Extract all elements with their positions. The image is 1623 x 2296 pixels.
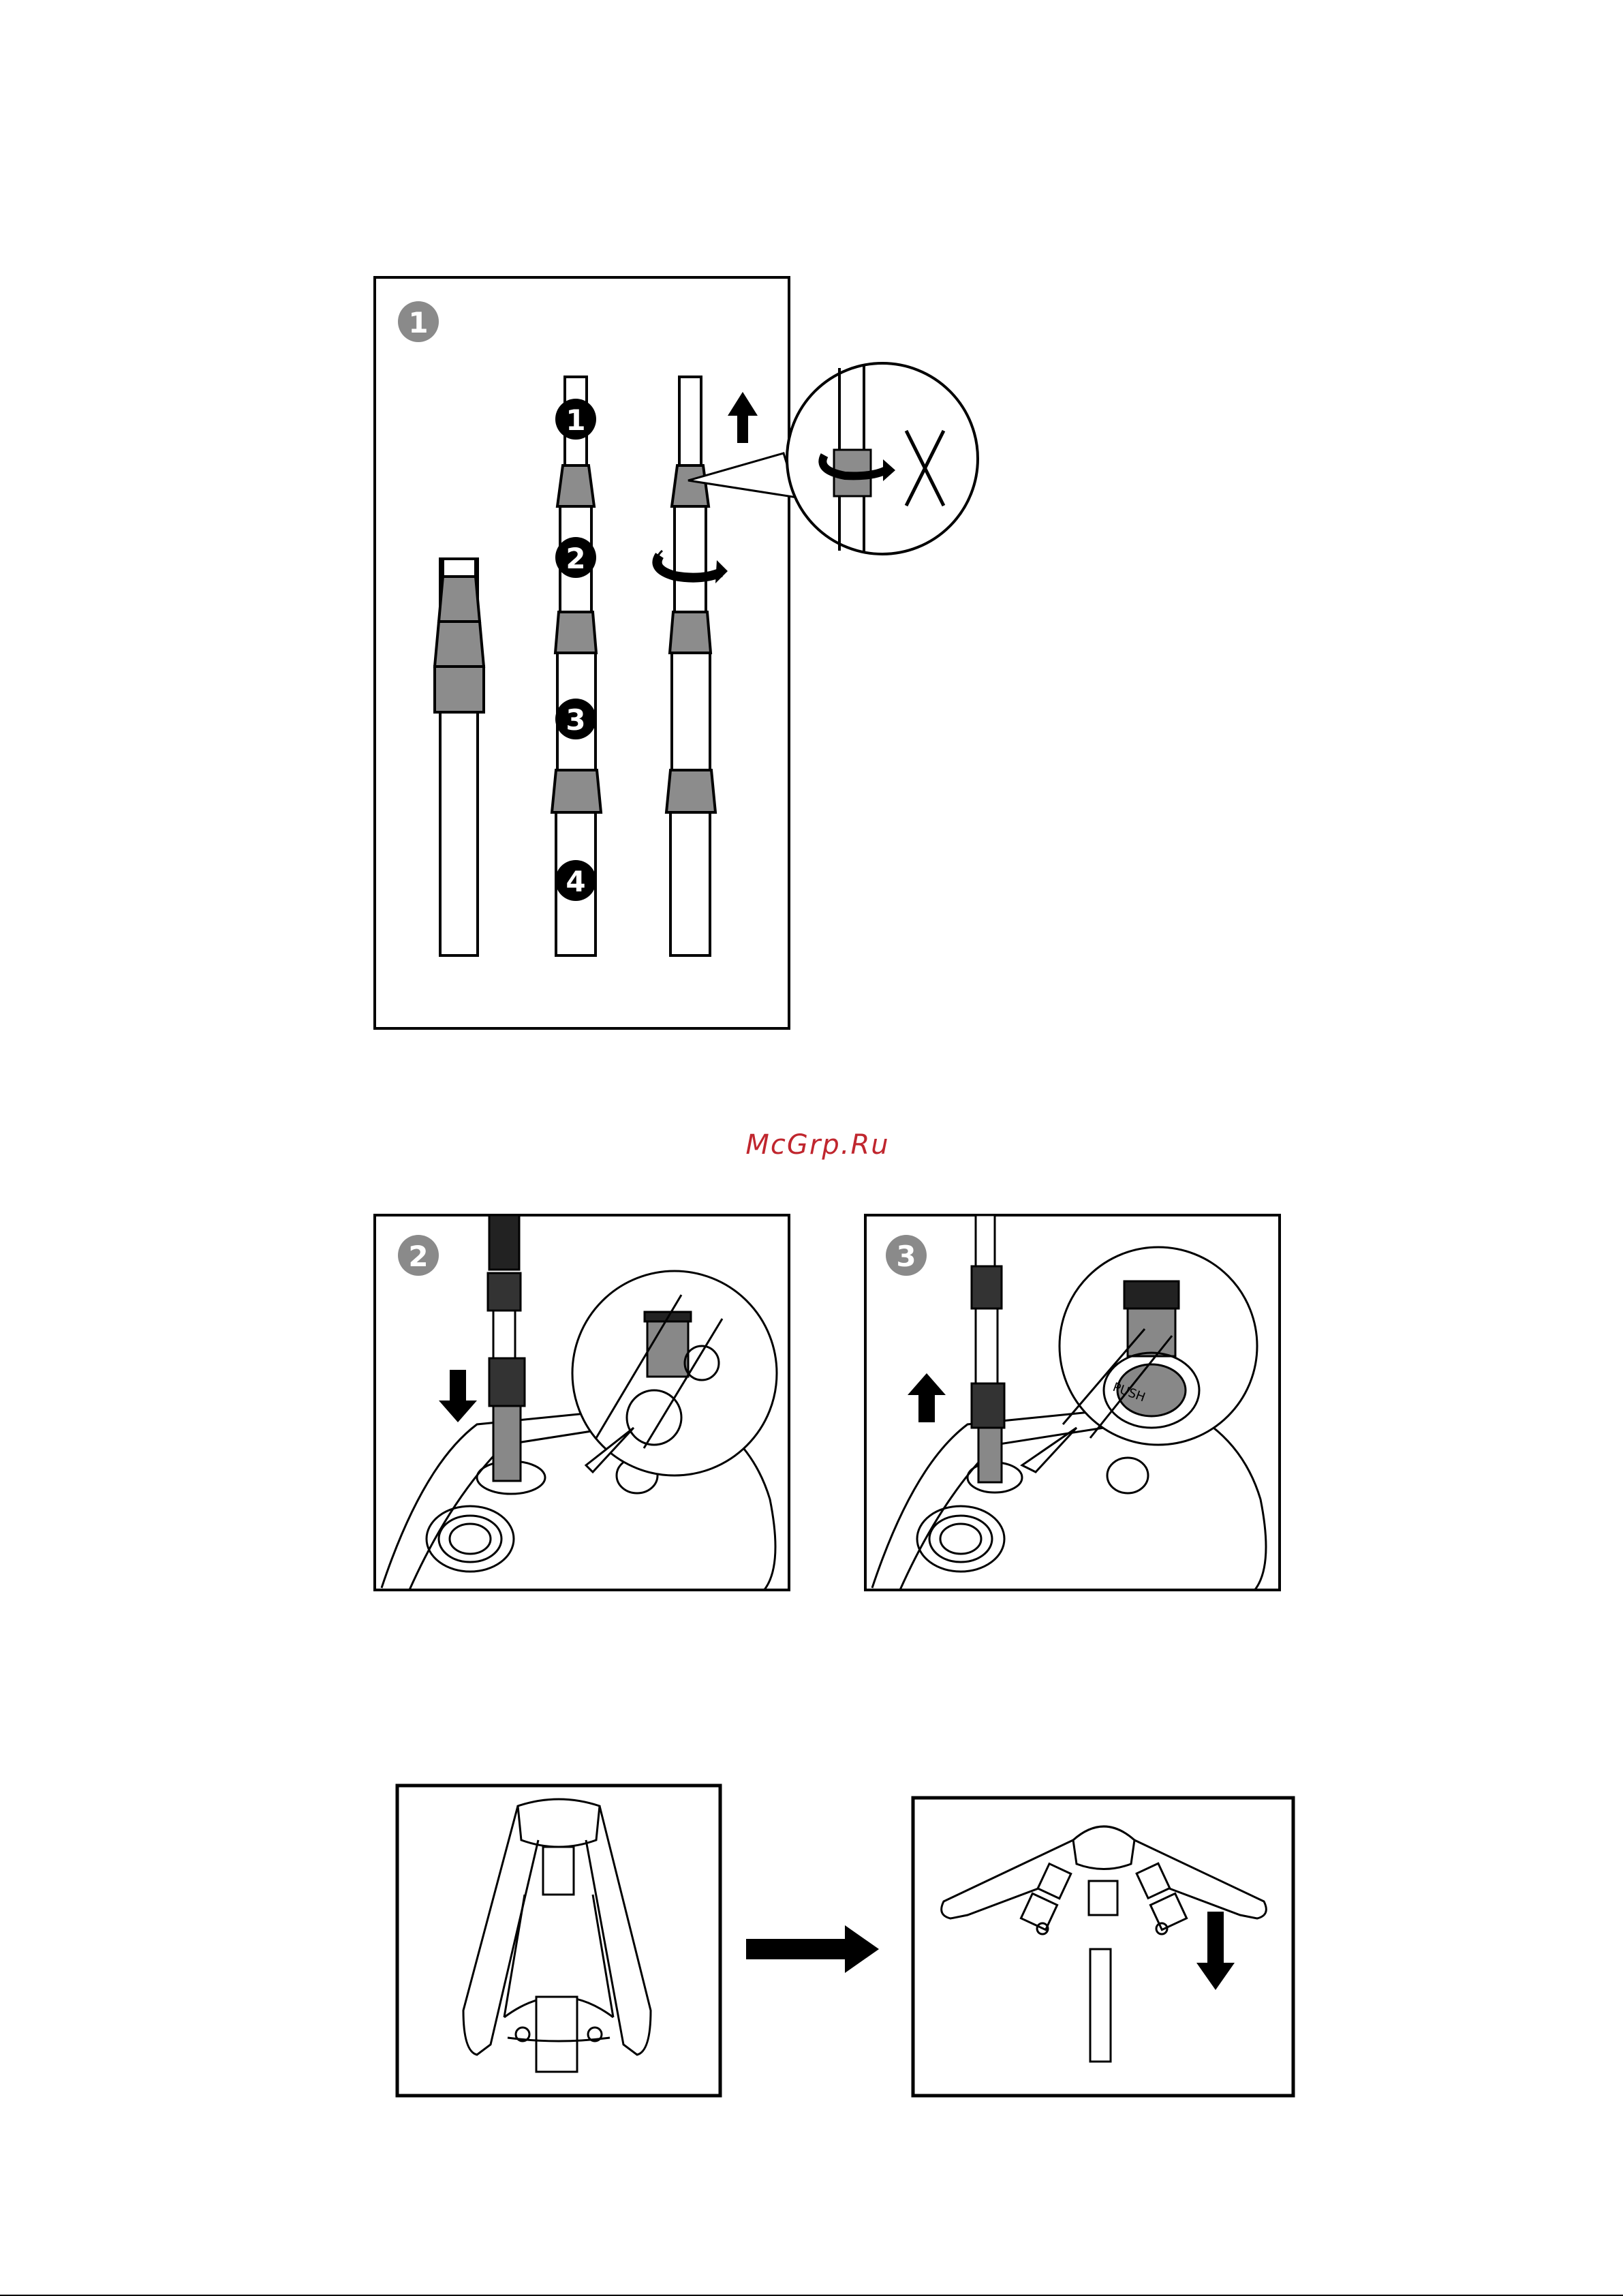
panel-5-unfolded-base	[913, 1798, 1293, 2096]
watermark-text: McGrp.Ru	[681, 1124, 954, 1165]
segment-badge-2: 2	[555, 537, 596, 578]
step-badge-3: 3	[886, 1235, 927, 1276]
segment-badge-4: 4	[555, 860, 596, 901]
panel-2-insert-pole: 2	[375, 1215, 789, 1591]
pole-collapsed	[435, 559, 484, 955]
panel-3-pull-pole: PUSH 3	[865, 1215, 1280, 1591]
segment-label-2: 2	[566, 542, 585, 575]
step-badge-2: 2	[398, 1235, 439, 1276]
step-number-3: 3	[896, 1240, 916, 1273]
right-arrow-icon	[746, 1925, 879, 1973]
panel-1-telescopic-pole: 1 1 2 3	[375, 277, 978, 1028]
panel-4-folded-base	[397, 1786, 720, 2096]
segment-label-4: 4	[566, 865, 585, 898]
step-badge-1: 1	[398, 301, 439, 342]
segment-label-3: 3	[566, 703, 585, 737]
step-number-1: 1	[408, 306, 428, 339]
segment-badge-3: 3	[555, 699, 596, 739]
step-number-2: 2	[408, 1240, 428, 1273]
segment-label-1: 1	[566, 403, 585, 437]
segment-badge-1: 1	[555, 399, 596, 440]
